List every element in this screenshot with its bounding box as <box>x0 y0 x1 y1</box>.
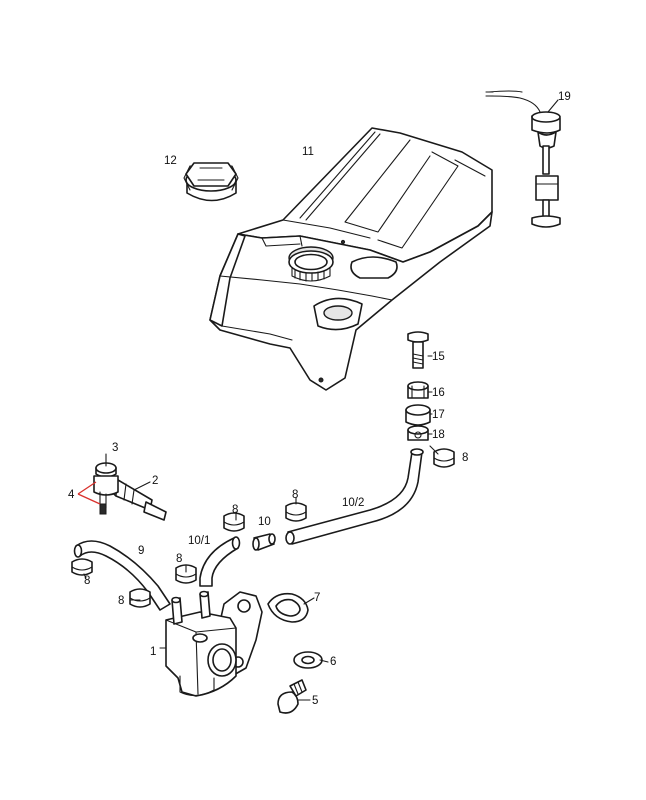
fuel-cap-part-12[interactable] <box>183 162 239 202</box>
label-part-10-1: 10/1 <box>188 535 210 547</box>
label-part-6: 6 <box>330 656 336 668</box>
label-part-1: 1 <box>150 646 156 658</box>
screw-part-5[interactable] <box>277 679 307 714</box>
screw-part-3[interactable] <box>93 462 119 509</box>
label-part-8-upper-mid: 8 <box>292 489 298 501</box>
label-part-8-left: 8 <box>84 575 90 587</box>
washer-part-6[interactable] <box>293 651 323 669</box>
red-leader-part-4 <box>77 481 101 505</box>
carburettor-part-1[interactable] <box>165 590 263 697</box>
clamp-part-8-lower[interactable] <box>129 588 151 608</box>
bolt-part-15[interactable] <box>407 331 429 369</box>
clamp-part-8-upper-left[interactable] <box>223 512 245 532</box>
leader-lines <box>83 99 559 701</box>
label-part-7: 7 <box>314 592 320 604</box>
label-part-12: 12 <box>164 155 177 167</box>
gasket-part-7[interactable] <box>267 592 309 623</box>
label-part-15: 15 <box>432 351 445 363</box>
hose-part-10-1[interactable] <box>199 536 241 587</box>
label-part-5: 5 <box>312 695 318 707</box>
label-part-3: 3 <box>112 442 118 454</box>
screw-tip-part-4[interactable] <box>99 503 107 515</box>
fuel-sender-part-19[interactable] <box>485 90 561 228</box>
label-part-16: 16 <box>432 387 445 399</box>
clamp-part-8-mid[interactable] <box>175 564 197 584</box>
label-part-8-upper-left: 8 <box>232 504 238 516</box>
hose-part-9[interactable] <box>73 540 171 611</box>
clamp-part-8-tank[interactable] <box>433 448 455 468</box>
label-part-17: 17 <box>432 409 445 421</box>
label-part-10: 10 <box>258 516 271 528</box>
hose-part-10-2[interactable] <box>285 448 424 545</box>
label-part-8-tank: 8 <box>462 452 468 464</box>
label-part-8-lower: 8 <box>118 595 124 607</box>
label-part-2: 2 <box>152 475 158 487</box>
label-part-8-mid: 8 <box>176 553 182 565</box>
clamp-part-8-left[interactable] <box>71 558 93 576</box>
label-part-9: 9 <box>138 545 144 557</box>
label-part-18: 18 <box>432 429 445 441</box>
connector-part-10[interactable] <box>252 533 276 551</box>
clamp-part-8-upper-mid[interactable] <box>285 502 307 522</box>
part-labels: 1 2 3 4 5 6 7 8 8 8 8 8 8 9 10 10/1 10/2… <box>68 91 571 707</box>
nut-part-18[interactable] <box>407 425 429 441</box>
label-part-10-2: 10/2 <box>342 497 364 509</box>
label-part-4: 4 <box>68 489 75 501</box>
bushing-part-17[interactable] <box>405 404 431 426</box>
nut-part-16[interactable] <box>407 381 429 399</box>
label-part-11: 11 <box>302 146 314 158</box>
label-part-19: 19 <box>558 91 571 103</box>
fuel-tank-part-11[interactable] <box>209 127 493 391</box>
